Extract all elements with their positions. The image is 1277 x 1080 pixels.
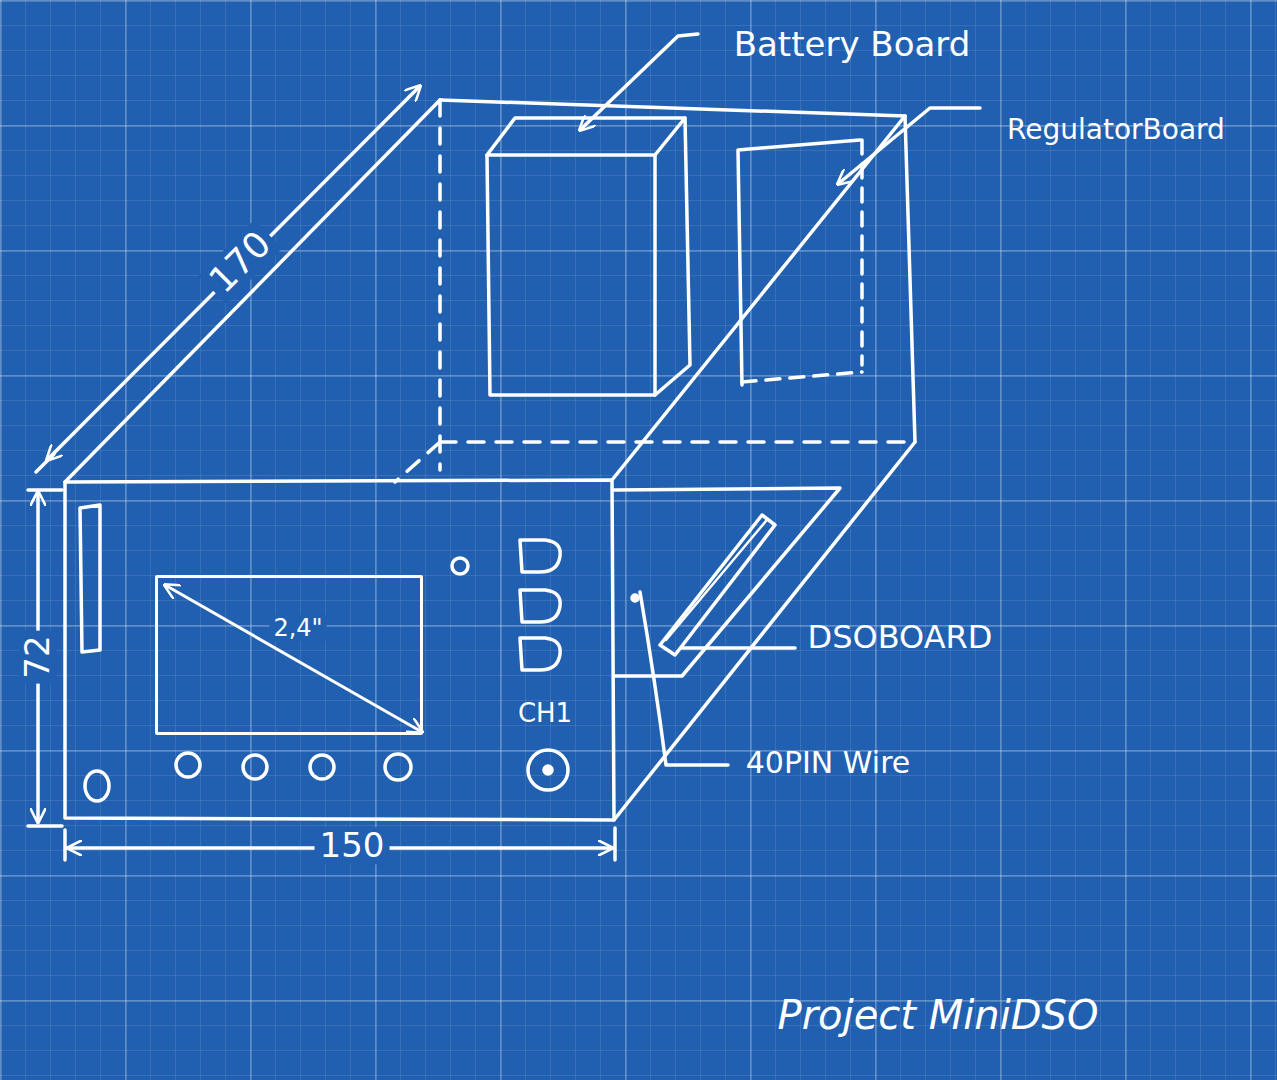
- button: [310, 755, 334, 779]
- part-label: RegulatorBoard: [1007, 115, 1225, 146]
- button: [176, 753, 200, 777]
- channel-label: CH1: [518, 699, 572, 728]
- dimension: 72: [19, 630, 56, 683]
- key: [520, 590, 560, 622]
- part-label: Battery Board: [734, 26, 971, 63]
- key: [520, 540, 560, 572]
- display-screen: 2,4": [155, 575, 423, 735]
- back-right-edge: [905, 116, 915, 442]
- button: [385, 754, 411, 780]
- button: [243, 755, 267, 779]
- dimension-line: [47, 86, 420, 460]
- leader-line: [640, 592, 728, 765]
- screen-size: 2,4": [269, 615, 326, 641]
- hidden-edge: [395, 442, 440, 482]
- hidden-edge: [440, 440, 915, 444]
- leader-line: [580, 34, 698, 130]
- back-top-edge: [440, 100, 905, 116]
- dso-board: [660, 515, 775, 655]
- dimension: 150: [315, 827, 390, 864]
- regulator-board: [738, 140, 860, 385]
- top-left-edge: [65, 100, 440, 482]
- leader-line: [682, 646, 795, 650]
- part-label: DSOBOARD: [808, 620, 993, 655]
- bnc-connector: [528, 750, 568, 790]
- dso-board-edge: [666, 521, 766, 640]
- battery-board-side: [655, 118, 690, 395]
- hidden-edge: [438, 100, 442, 470]
- caption: Project MiniDSO: [778, 993, 1099, 1037]
- battery-board: [487, 155, 655, 395]
- part-label: 40PIN Wire: [746, 746, 911, 779]
- slot: [80, 505, 100, 652]
- bnc-pin: [544, 766, 552, 774]
- wire-entry: [632, 595, 638, 601]
- diagonal-dimension: [165, 585, 422, 732]
- dimension-tick: [36, 454, 54, 472]
- leader-line: [838, 108, 980, 184]
- power-button: [85, 771, 109, 801]
- regulator-board-hidden: [742, 140, 862, 382]
- key: [520, 638, 560, 670]
- led: [452, 558, 468, 574]
- dimension: 170: [198, 220, 282, 304]
- front-face: [65, 480, 614, 820]
